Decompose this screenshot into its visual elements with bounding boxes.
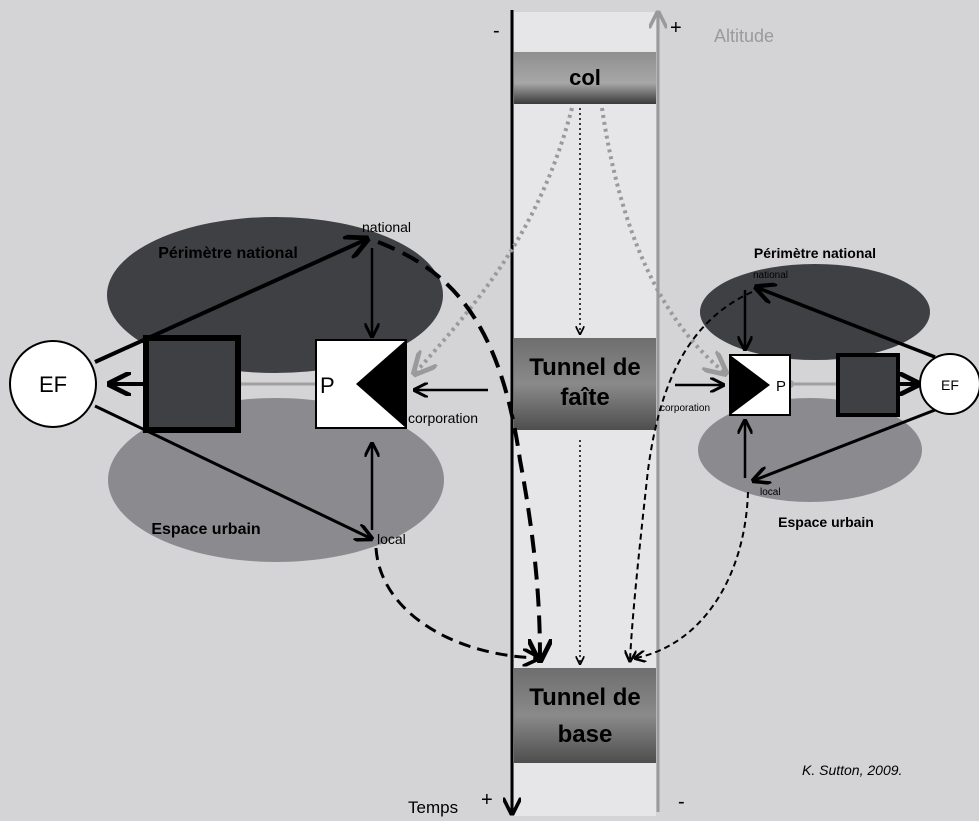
right-square xyxy=(836,353,900,417)
left-corporation-label: corporation xyxy=(408,410,478,426)
right-ef-to-national-arrow xyxy=(758,288,936,359)
right-local-label: local xyxy=(760,487,781,498)
right-perimetre-label: Périmètre national xyxy=(754,245,876,261)
left-perimetre-label: Périmètre national xyxy=(158,245,298,262)
left-local-label: local xyxy=(377,531,406,547)
left-espace-ellipse xyxy=(108,398,444,562)
axis-minus-bottom: - xyxy=(678,791,685,813)
left-local-to-base-curve xyxy=(374,547,537,658)
tunnel-faite-photo xyxy=(514,338,656,430)
right-local-to-base-curve xyxy=(636,491,749,658)
tunnel-faite-label-line1: Tunnel de xyxy=(529,354,641,381)
axis-altitude-label: Altitude xyxy=(714,26,774,46)
right-national-label: national xyxy=(753,270,788,281)
right-ef-to-local-arrow xyxy=(755,408,936,480)
left-ef-label: EF xyxy=(39,372,67,397)
right-espace-label: Espace urbain xyxy=(778,514,874,530)
left-ef-circle xyxy=(9,340,97,428)
axis-temps-label: Temps xyxy=(408,798,458,817)
left-p-triangle xyxy=(356,340,406,428)
right-p-label: P xyxy=(776,378,786,395)
right-ef-label: EF xyxy=(941,377,959,393)
tunnel-faite-label-line2: faîte xyxy=(560,384,609,411)
axis-plus-bottom: + xyxy=(481,789,493,811)
right-p-triangle xyxy=(730,355,770,415)
left-ef-to-national-arrow xyxy=(94,240,365,364)
axis-plus-top: + xyxy=(670,17,682,39)
left-espace-label: Espace urbain xyxy=(151,521,260,538)
left-national-to-base-curve xyxy=(377,240,540,658)
credit-label: K. Sutton, 2009. xyxy=(802,762,902,778)
tunnel-base-label-line2: base xyxy=(558,721,613,748)
left-square xyxy=(143,335,241,433)
left-national-label: national xyxy=(362,219,411,235)
right-corporation-label: corporation xyxy=(660,403,710,414)
left-p-label: P xyxy=(320,373,335,398)
col-photo xyxy=(514,52,656,104)
right-national-to-base-curve xyxy=(630,291,753,660)
left-ef-to-local-arrow xyxy=(94,404,370,538)
col-label: col xyxy=(569,65,601,90)
axis-minus-top: - xyxy=(493,20,500,42)
tunnel-base-label-line1: Tunnel de xyxy=(529,684,641,711)
tunnel-base-photo xyxy=(514,668,656,763)
